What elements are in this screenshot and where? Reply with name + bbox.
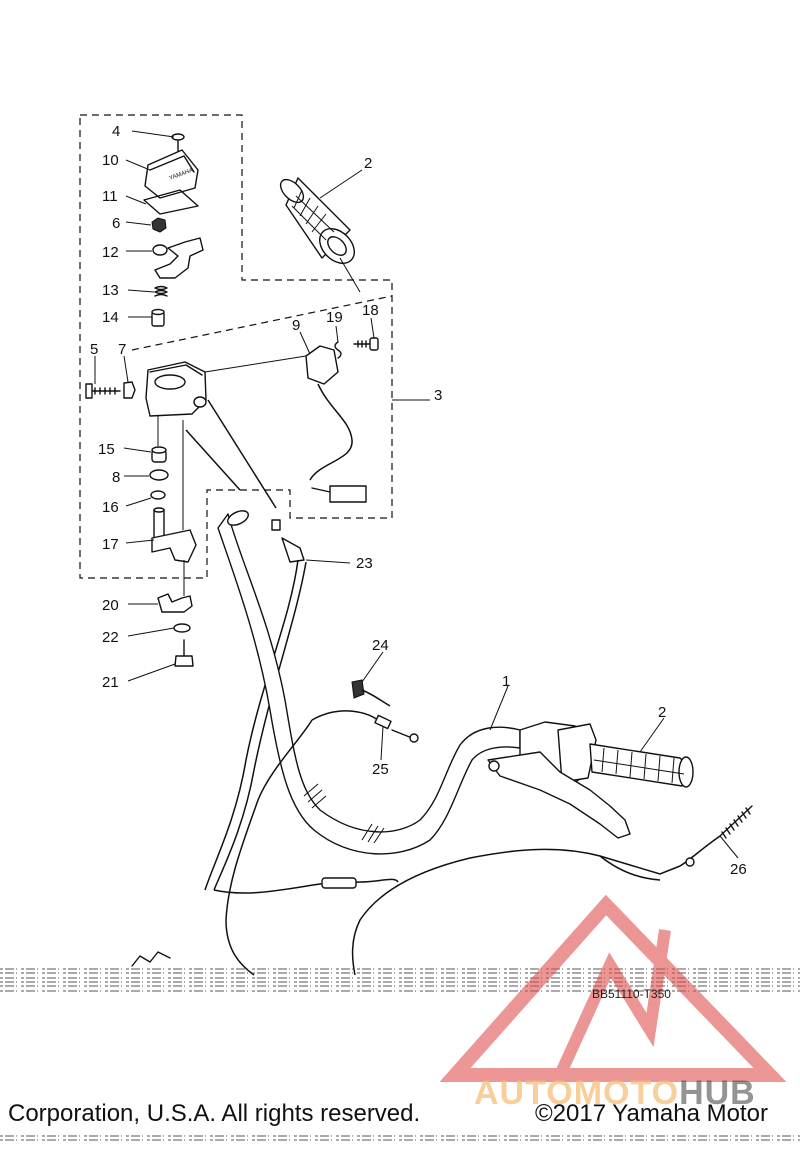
switch-leader bbox=[204, 355, 307, 373]
callout-7: 7 bbox=[118, 341, 126, 358]
part-9-switch bbox=[305, 345, 367, 503]
callout-1: 1 bbox=[502, 673, 510, 690]
callout-4: 4 bbox=[112, 123, 120, 140]
callout-2-lower: 2 bbox=[658, 704, 666, 721]
callout-26: 26 bbox=[730, 861, 747, 878]
throttle-housing bbox=[145, 361, 207, 417]
callout-labels: 1 2 2 3 4 5 6 7 8 9 10 11 12 13 14 15 16… bbox=[90, 123, 747, 1001]
callout-15: 15 bbox=[98, 441, 115, 458]
part-12-lever bbox=[152, 237, 204, 279]
callout-23: 23 bbox=[356, 555, 373, 572]
part-19-clip bbox=[334, 341, 342, 359]
copyright-left: Corporation, U.S.A. All rights reserved. bbox=[8, 1100, 421, 1127]
callout-11: 11 bbox=[102, 188, 118, 205]
brake-lever bbox=[487, 751, 631, 839]
callout-13: 13 bbox=[102, 282, 119, 299]
watermark-hub: HUB bbox=[679, 1074, 756, 1112]
drawing-code: BB51110-T350 bbox=[592, 987, 671, 1001]
part-18-screw bbox=[353, 337, 379, 351]
part-10-cover: YAMAHA bbox=[144, 149, 199, 199]
part-6-nut bbox=[151, 217, 167, 233]
callout-2-upper: 2 bbox=[364, 155, 372, 172]
callout-14: 14 bbox=[102, 309, 119, 326]
callout-18: 18 bbox=[362, 302, 379, 319]
callout-8: 8 bbox=[112, 469, 120, 486]
callout-17: 17 bbox=[102, 536, 119, 553]
callout-16: 16 bbox=[102, 499, 119, 516]
callout-12: 12 bbox=[102, 244, 119, 261]
part-22-washer bbox=[173, 623, 191, 633]
assembly-boundary-lower bbox=[131, 295, 393, 351]
part-14-pin bbox=[151, 308, 165, 327]
part-15-collar bbox=[151, 446, 167, 463]
scan-artifact-band bbox=[0, 951, 800, 1141]
part-13-spring bbox=[154, 285, 168, 297]
callout-leaders bbox=[94, 130, 739, 859]
cable-lower bbox=[213, 878, 399, 894]
callout-22: 22 bbox=[102, 629, 119, 646]
cable-bundle bbox=[225, 719, 313, 976]
callout-25: 25 bbox=[372, 761, 389, 778]
part-20-clamp bbox=[157, 593, 193, 613]
part-26-cable bbox=[351, 805, 753, 976]
copyright-right: ©2017 Yamaha Motor bbox=[535, 1100, 768, 1127]
watermark-text: AUTOMOTOHUB bbox=[474, 1074, 756, 1113]
grip-axis-line bbox=[339, 257, 361, 293]
callout-6: 6 bbox=[112, 215, 120, 232]
part-17-shaft bbox=[151, 507, 197, 563]
part-2-grip-upper bbox=[279, 177, 355, 264]
callout-5: 5 bbox=[90, 341, 98, 358]
assembly-boundary-left bbox=[79, 114, 393, 579]
watermark-auto: AUTOMOTO bbox=[474, 1074, 680, 1112]
part-7-nut bbox=[123, 381, 136, 399]
watermark-logo bbox=[439, 894, 787, 1082]
callout-19: 19 bbox=[326, 309, 343, 326]
part-24-clip bbox=[351, 679, 391, 707]
part-21-bolt bbox=[174, 639, 194, 667]
part-8-washer bbox=[149, 469, 169, 481]
callout-24: 24 bbox=[372, 637, 389, 654]
cable-sleeve bbox=[321, 877, 357, 889]
callout-20: 20 bbox=[102, 597, 119, 614]
part-16-washer bbox=[150, 490, 166, 500]
part-23-throttle-cable bbox=[185, 399, 307, 891]
part-5-bolt bbox=[85, 383, 121, 399]
callout-3: 3 bbox=[434, 387, 442, 404]
callout-9: 9 bbox=[292, 317, 300, 334]
part-25-cable bbox=[311, 710, 419, 743]
callout-10: 10 bbox=[102, 152, 119, 169]
callout-21: 21 bbox=[102, 674, 119, 691]
part-11-gasket bbox=[143, 189, 199, 215]
